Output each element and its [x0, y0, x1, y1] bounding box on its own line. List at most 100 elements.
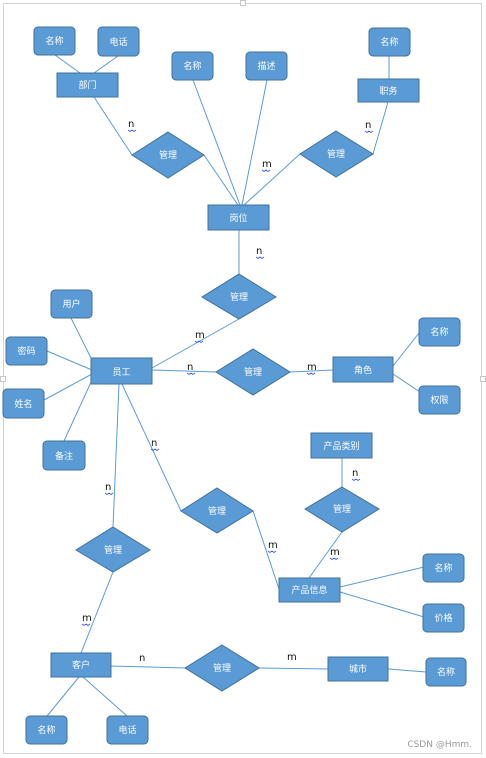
cardinality-product-employee: m — [268, 540, 278, 551]
attribute-label: 姓名 — [14, 398, 32, 410]
edge-rel4-role — [289, 369, 334, 373]
entity-duty[interactable]: 职务 — [357, 78, 420, 103]
relationship-label: 管理 — [244, 366, 262, 378]
attribute-label: 电话 — [109, 36, 127, 48]
attribute-label: 描述 — [257, 60, 275, 72]
edge-customer-name — [46, 676, 80, 717]
edge-emp-fullname — [43, 373, 93, 401]
entity-city[interactable]: 城市 — [327, 656, 389, 682]
attribute-emp-fullname[interactable]: 姓名 — [2, 388, 45, 419]
entity-customer[interactable]: 客户 — [50, 652, 112, 678]
attribute-product-name[interactable]: 名称 — [422, 553, 465, 583]
attribute-customer-name[interactable]: 名称 — [25, 715, 68, 745]
relationship-label: 管理 — [213, 662, 231, 674]
relationship-label: 管理 — [327, 148, 345, 160]
attribute-duty-name[interactable]: 名称 — [368, 27, 411, 57]
edge-dept-name — [54, 54, 81, 74]
resize-handle-left[interactable] — [0, 376, 6, 382]
entity-employee[interactable]: 员工 — [90, 357, 153, 385]
cardinality-employee-position: m — [195, 330, 205, 341]
edge-dept-rel1 — [93, 96, 133, 156]
attribute-label: 名称 — [437, 666, 455, 678]
relationship-customer-city[interactable]: 管理 — [184, 644, 260, 692]
attribute-label: 密码 — [17, 345, 35, 357]
relationship-label: 管理 — [208, 505, 226, 517]
attribute-role-name[interactable]: 名称 — [418, 317, 461, 347]
relationship-label: 管理 — [104, 544, 122, 556]
entity-role[interactable]: 角色 — [332, 356, 394, 383]
cardinalities: n n m n m n m n n m m n m n m — [81, 119, 374, 664]
entity-label: 角色 — [354, 364, 372, 376]
cardinality-duty: n — [365, 120, 371, 131]
attribute-role-permission[interactable]: 权限 — [418, 385, 461, 415]
attribute-label: 备注 — [55, 450, 73, 462]
attribute-emp-user[interactable]: 用户 — [50, 289, 93, 319]
attribute-emp-note[interactable]: 备注 — [42, 440, 86, 471]
entity-product-info[interactable]: 产品信息 — [278, 577, 341, 603]
relationship-employee-customer[interactable]: 管理 — [75, 526, 151, 573]
relationship-label: 管理 — [230, 291, 248, 303]
relationship-category-product[interactable]: 管理 — [304, 486, 380, 533]
entity-label: 客户 — [72, 659, 90, 671]
cardinality-position: n — [256, 246, 262, 257]
relationship-employee-product[interactable]: 管理 — [180, 487, 254, 534]
attribute-pos-name[interactable]: 名称 — [171, 51, 214, 81]
attribute-pos-desc[interactable]: 描述 — [245, 51, 288, 81]
cardinality-employee-role: n — [187, 362, 193, 373]
relationship-duty-position[interactable]: 管理 — [299, 130, 374, 178]
entity-product-category[interactable]: 产品类别 — [310, 432, 373, 459]
cardinality-category: n — [352, 468, 358, 479]
attribute-label: 名称 — [434, 562, 452, 574]
relationship-label: 管理 — [333, 503, 351, 515]
cardinality-position-top: m — [262, 159, 272, 170]
edge-product-name — [339, 566, 425, 588]
attribute-label: 电话 — [118, 724, 136, 736]
edge-pos-name — [192, 79, 241, 206]
attribute-dept-name[interactable]: 名称 — [33, 26, 76, 56]
cardinality-dept: n — [128, 119, 134, 130]
attribute-label: 价格 — [434, 612, 452, 624]
relationship-employee-role[interactable]: 管理 — [215, 348, 291, 396]
edge-emp-note — [63, 379, 93, 442]
edge-duty-rel2 — [372, 101, 389, 155]
relationship-dept-position[interactable]: 管理 — [131, 131, 205, 179]
edge-pos-desc — [241, 79, 268, 206]
edge-employee-rel4 — [151, 369, 217, 373]
entity-position[interactable]: 岗位 — [207, 204, 270, 231]
edge-role-permission — [392, 373, 421, 393]
edge-city-name — [387, 668, 427, 673]
attribute-city-name[interactable]: 名称 — [425, 657, 467, 687]
edge-emp-password — [46, 350, 93, 371]
entity-label: 产品类别 — [323, 440, 359, 452]
cardinality-role: m — [307, 362, 317, 373]
edge-rel5-product — [252, 510, 280, 590]
attribute-product-price[interactable]: 价格 — [422, 603, 465, 633]
cardinality-product-category: m — [330, 547, 340, 558]
edge-customer-phone — [82, 676, 128, 717]
watermark: CSDN @Hmm. — [407, 740, 472, 750]
attribute-dept-phone[interactable]: 电话 — [97, 26, 140, 57]
attribute-label: 权限 — [430, 394, 448, 406]
entity-label: 岗位 — [229, 212, 247, 224]
edge-dept-phone — [93, 55, 119, 74]
cardinality-city: m — [287, 652, 297, 663]
entity-label: 部门 — [78, 79, 96, 91]
attribute-emp-password[interactable]: 密码 — [5, 336, 48, 366]
edge-rel3-employee — [151, 318, 240, 369]
edge-rel2-position — [243, 153, 301, 206]
attribute-customer-phone[interactable]: 电话 — [106, 715, 149, 745]
entity-department[interactable]: 部门 — [56, 72, 119, 98]
attribute-label: 名称 — [430, 326, 448, 338]
relationship-position-employee[interactable]: 管理 — [201, 273, 277, 320]
relationship-label: 管理 — [159, 149, 177, 161]
edge-emp-user — [70, 317, 93, 361]
edge-product-price — [339, 591, 425, 618]
edge-customer-rel8 — [110, 665, 186, 669]
edge-role-name — [392, 332, 420, 367]
resize-handle-top[interactable] — [240, 0, 246, 6]
edges — [43, 54, 427, 717]
cardinality-customer-city: n — [139, 653, 145, 664]
attribute-label: 名称 — [183, 60, 201, 72]
edge-rel1-position — [203, 154, 239, 206]
